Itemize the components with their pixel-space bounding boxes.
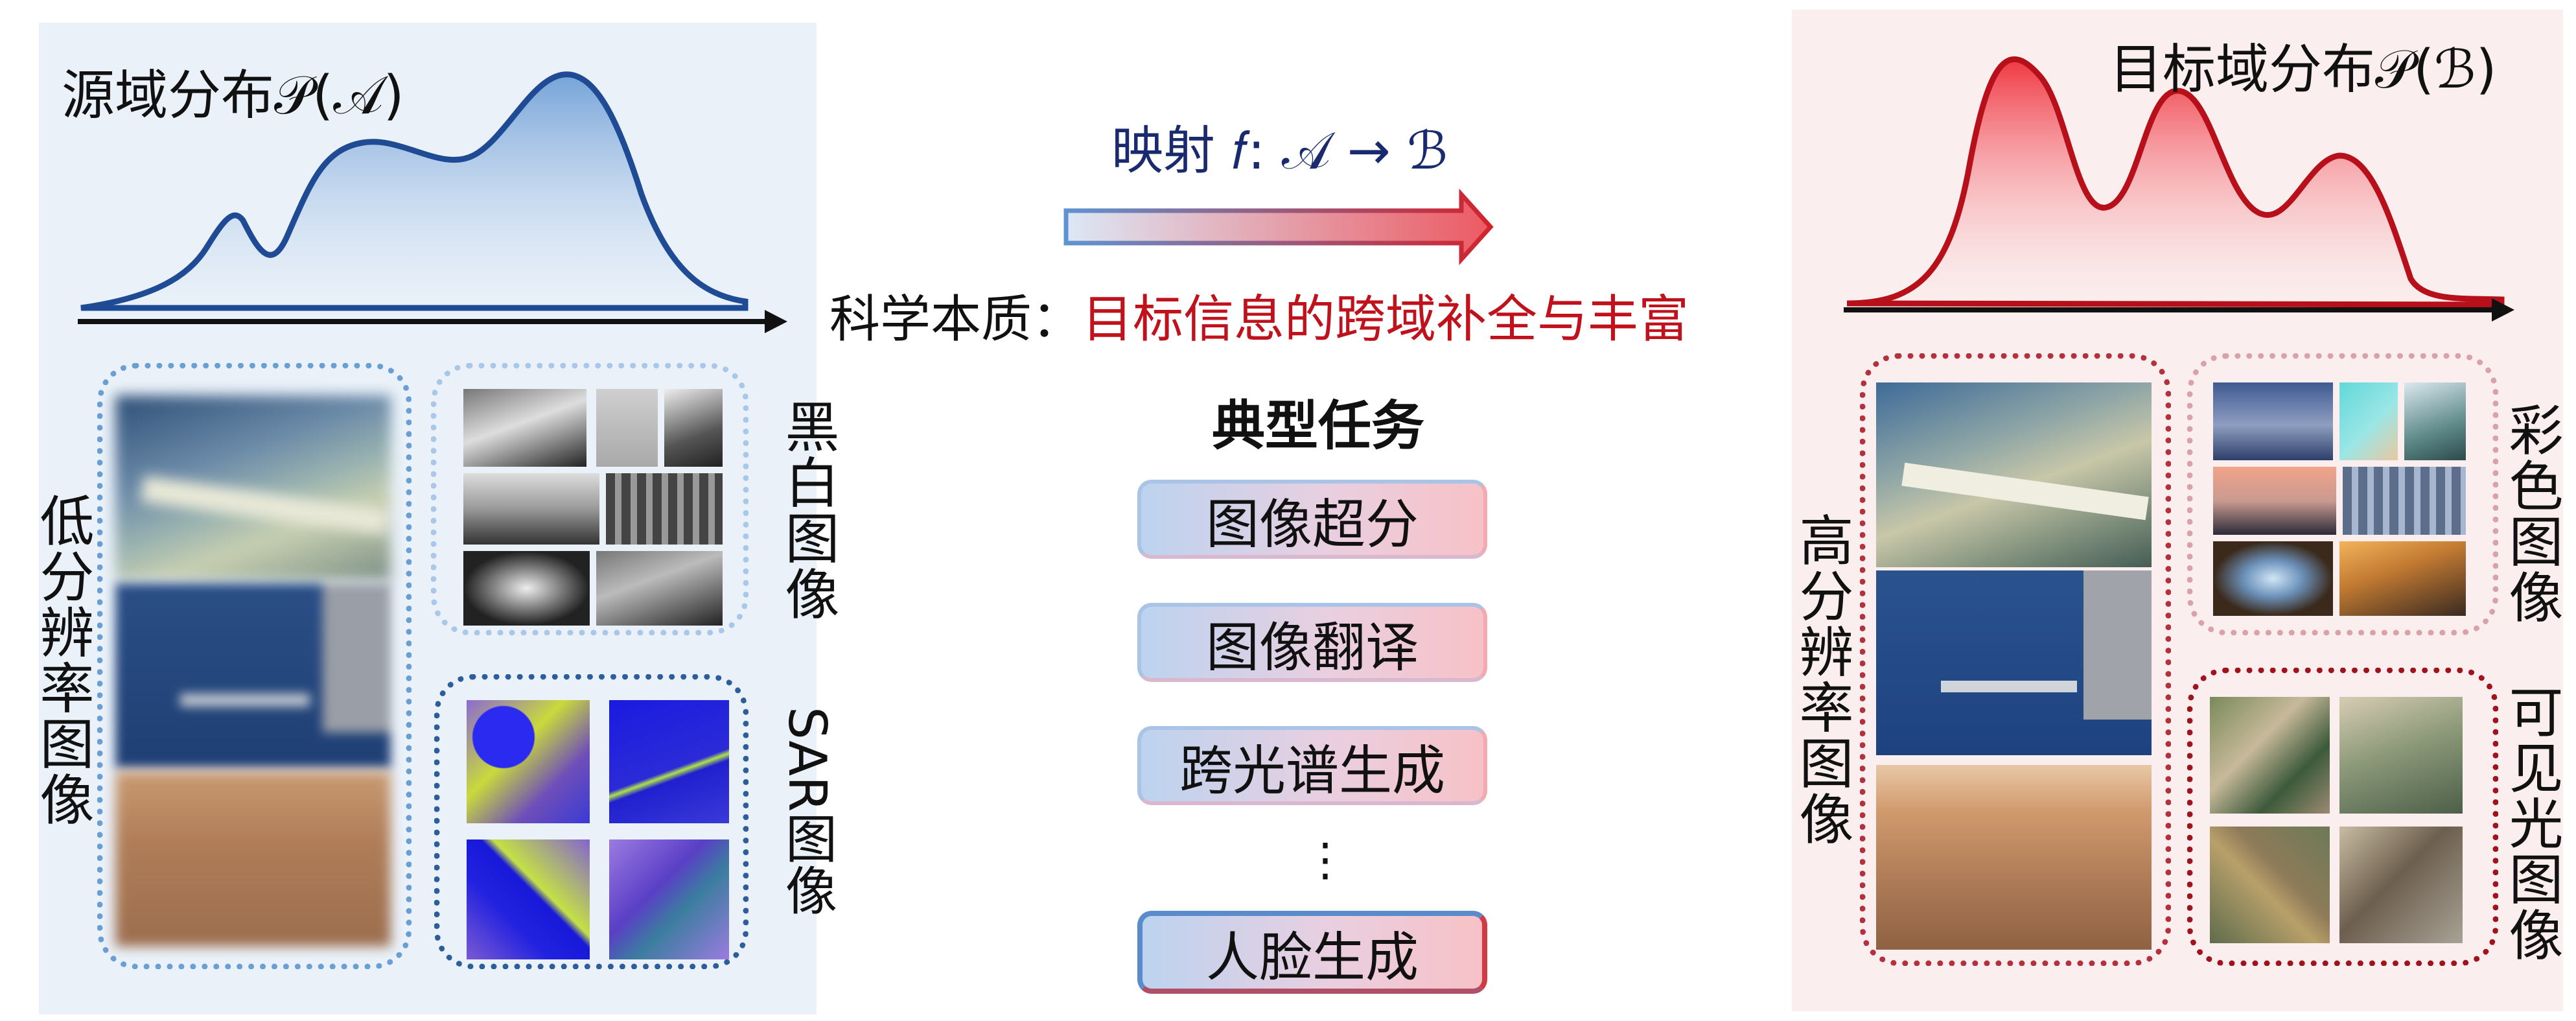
grayscale-label: 黑白图像 — [776, 399, 840, 622]
essence-prefix: 科学本质： — [830, 290, 1083, 349]
task-face-generation: 人脸生成 — [1137, 911, 1487, 994]
mapping-label: 映射 𝑓: 𝒜 → ℬ — [1111, 121, 1448, 181]
grayscale-photo-6 — [463, 551, 590, 626]
grayscale-image-group — [431, 363, 748, 635]
source-distribution-curve — [80, 71, 748, 311]
grayscale-photo-7 — [596, 551, 723, 626]
color-photo-1 — [2213, 382, 2333, 460]
source-domain-title: 源域分布𝒫(𝒜) — [62, 65, 404, 126]
color-photo-3 — [2404, 382, 2466, 460]
scientific-essence: 科学本质：目标信息的跨域补全与丰富 — [830, 279, 1689, 351]
source-axis-arrowhead — [765, 310, 787, 333]
color-photo-2 — [2339, 382, 2398, 460]
target-axis-arrowhead — [2492, 298, 2514, 322]
high-res-desert-image — [1876, 765, 2152, 950]
grayscale-photo-3 — [664, 389, 723, 467]
visible-light-label: 可见光图像 — [2500, 684, 2564, 963]
color-photo-5 — [2343, 467, 2466, 535]
color-image-group — [2187, 353, 2498, 635]
color-label: 彩色图像 — [2500, 402, 2564, 625]
grayscale-photo-1 — [463, 389, 586, 467]
high-res-harbor-image — [1876, 570, 2152, 755]
visible-image-3 — [2210, 827, 2330, 943]
low-res-airport-image — [115, 395, 391, 580]
visible-light-image-group — [2187, 668, 2498, 966]
low-res-label: 低分辨率图像 — [31, 493, 95, 827]
target-domain-title: 目标域分布𝒫(ℬ) — [2109, 39, 2497, 100]
sar-image-4 — [609, 839, 729, 959]
sar-label: SAR图像 — [777, 707, 837, 916]
grayscale-photo-2 — [596, 389, 658, 467]
low-res-harbor-image — [115, 583, 391, 768]
sar-image-2 — [609, 700, 729, 823]
essence-highlight: 目标信息的跨域补全与丰富 — [1082, 290, 1689, 349]
color-photo-7 — [2339, 541, 2466, 616]
sar-image-group — [434, 674, 748, 969]
visible-image-4 — [2339, 827, 2463, 943]
tasks-heading: 典型任务 — [1212, 395, 1425, 457]
low-res-desert-image — [115, 771, 391, 946]
sar-image-1 — [467, 700, 590, 823]
task-image-translation: 图像翻译 — [1137, 603, 1487, 682]
tasks-ellipsis: ⋮ — [1303, 833, 1348, 886]
high-res-label: 高分辨率图像 — [1791, 512, 1854, 847]
sar-image-3 — [467, 839, 590, 959]
task-super-resolution: 图像超分 — [1137, 480, 1487, 559]
target-distribution-curve — [1846, 56, 2505, 308]
mapping-arrow — [1063, 188, 1494, 266]
high-res-image-group — [1860, 353, 2171, 966]
color-photo-6 — [2213, 541, 2333, 616]
task-cross-spectral-generation: 跨光谱生成 — [1137, 726, 1487, 805]
visible-image-1 — [2210, 697, 2330, 814]
visible-image-2 — [2339, 697, 2463, 814]
grayscale-photo-4 — [463, 473, 599, 545]
color-photo-4 — [2213, 467, 2336, 535]
high-res-airport-image — [1876, 382, 2152, 567]
grayscale-photo-5 — [606, 473, 723, 545]
low-res-image-group — [97, 363, 412, 969]
